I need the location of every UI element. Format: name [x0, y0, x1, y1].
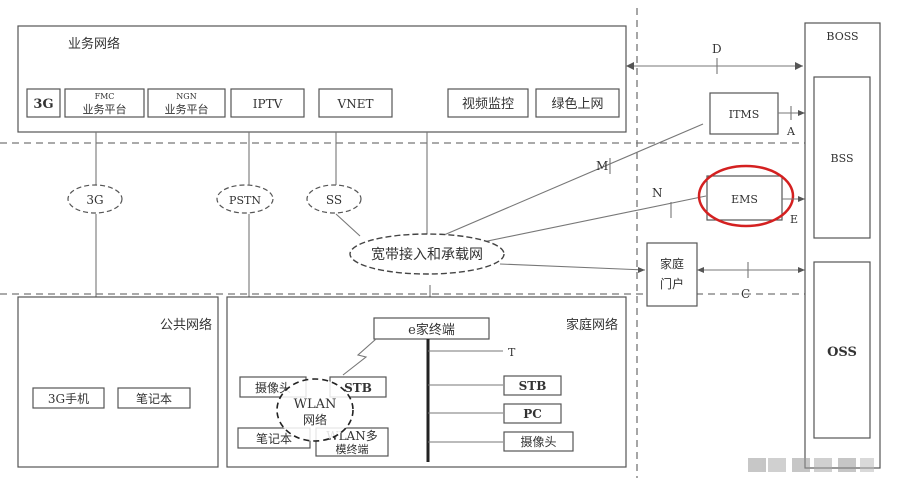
svg-text:摄像头: 摄像头	[255, 380, 291, 395]
home-network-label: 家庭网络	[566, 317, 618, 333]
public-network-box: 公共网络	[17, 296, 219, 468]
svg-text:3G: 3G	[33, 97, 53, 112]
svg-text:笔记本: 笔记本	[136, 391, 172, 406]
access-pstn: PSTN	[216, 184, 274, 214]
platform-vnet: VNET	[318, 88, 393, 118]
bss-box: BSS	[813, 76, 871, 239]
device-stb-right: STB	[503, 375, 562, 396]
svg-text:门户: 门户	[660, 276, 684, 291]
svg-text:3G: 3G	[86, 193, 103, 207]
svg-text:3G手机: 3G手机	[48, 392, 89, 406]
interface-d: D	[712, 42, 722, 56]
svg-text:视频监控: 视频监控	[462, 97, 514, 112]
svg-text:业务平台: 业务平台	[165, 102, 209, 116]
oss-box: OSS	[813, 261, 871, 439]
platform-3g: 3G	[26, 88, 61, 118]
interface-n: N	[652, 186, 663, 200]
public-network-label: 公共网络	[160, 317, 212, 333]
interface-t: T	[508, 346, 516, 359]
svg-text:摄像头: 摄像头	[520, 434, 556, 449]
access-ss: SS	[306, 184, 362, 214]
platform-green-internet: 绿色上网	[535, 88, 620, 118]
wlan-network: WLAN 网络	[276, 378, 354, 442]
svg-text:EMS: EMS	[731, 193, 758, 206]
svg-text:BSS: BSS	[831, 152, 854, 165]
svg-text:BOSS: BOSS	[826, 30, 858, 43]
platform-ngn: NGN 业务平台	[147, 88, 226, 118]
ems-box: EMS	[706, 175, 783, 221]
device-e-terminal: e家终端	[373, 317, 490, 340]
svg-text:宽带接入和承载网: 宽带接入和承载网	[371, 246, 483, 263]
svg-text:STB: STB	[344, 381, 372, 395]
svg-text:SS: SS	[326, 193, 342, 207]
svg-text:绿色上网: 绿色上网	[551, 96, 603, 112]
device-camera-right: 摄像头	[503, 431, 574, 452]
svg-text:业务平台: 业务平台	[83, 102, 127, 116]
svg-text:PSTN: PSTN	[229, 194, 261, 207]
svg-text:家庭: 家庭	[660, 256, 684, 271]
broadband-access-network: 宽带接入和承载网	[349, 233, 505, 275]
svg-text:ITMS: ITMS	[729, 108, 759, 121]
svg-text:VNET: VNET	[337, 97, 374, 111]
svg-text:STB: STB	[519, 379, 547, 393]
svg-text:IPTV: IPTV	[253, 97, 283, 111]
interface-m: M	[596, 159, 608, 173]
svg-text:网络: 网络	[303, 412, 327, 427]
home-gateway-box: 家庭 门户	[646, 242, 698, 307]
itms-box: ITMS	[709, 92, 779, 135]
wireless-link-icon	[342, 338, 377, 376]
interface-a: A	[786, 125, 796, 138]
platform-iptv: IPTV	[230, 88, 305, 118]
svg-text:FMC: FMC	[95, 92, 115, 101]
svg-text:WLAN: WLAN	[294, 397, 337, 412]
device-3g-phone: 3G手机	[32, 387, 105, 409]
platform-fmc: FMC 业务平台	[64, 88, 145, 118]
svg-text:e家终端: e家终端	[408, 322, 455, 338]
ems-highlight-circle	[697, 164, 795, 228]
svg-text:NGN: NGN	[176, 92, 196, 101]
platform-video-monitoring: 视频监控	[447, 88, 529, 118]
device-laptop-public: 笔记本	[117, 387, 191, 409]
svg-text:PC: PC	[523, 407, 542, 421]
device-pc: PC	[503, 403, 562, 424]
access-3g: 3G	[67, 184, 123, 214]
interface-c: C	[741, 287, 750, 301]
svg-text:模终端: 模终端	[336, 442, 369, 456]
svg-text:笔记本: 笔记本	[256, 431, 292, 446]
business-network-label: 业务网络	[68, 36, 120, 52]
interface-e: E	[790, 213, 798, 226]
svg-text:OSS: OSS	[827, 345, 857, 360]
watermark	[748, 458, 874, 472]
